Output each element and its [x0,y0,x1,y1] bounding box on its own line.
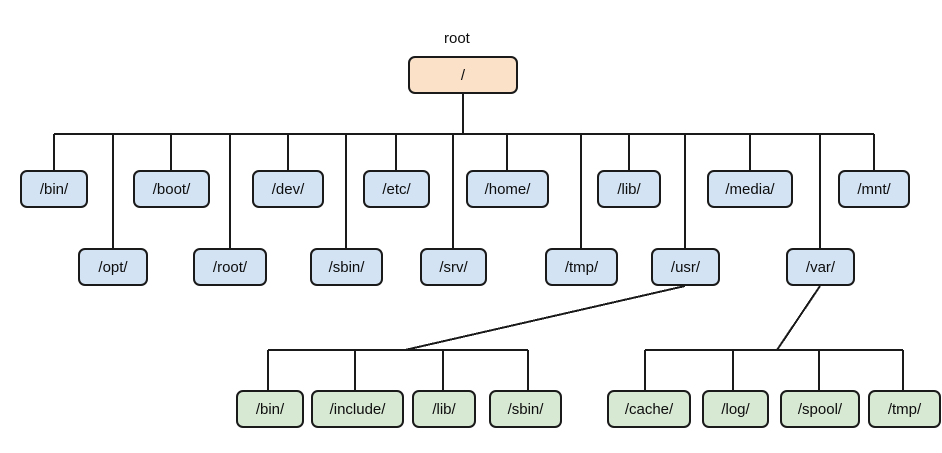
node-boot[interactable]: /boot/ [133,170,210,208]
node-usr-sbin[interactable]: /sbin/ [489,390,562,428]
node-srv[interactable]: /srv/ [420,248,487,286]
edge-usr-diagonal [404,285,686,351]
node-usr-include[interactable]: /include/ [311,390,404,428]
node-usr-lib[interactable]: /lib/ [412,390,476,428]
node-var-cache[interactable]: /cache/ [607,390,691,428]
node-var-spool[interactable]: /spool/ [780,390,860,428]
node-var[interactable]: /var/ [786,248,855,286]
node-usr[interactable]: /usr/ [651,248,720,286]
node-bin[interactable]: /bin/ [20,170,88,208]
node-home[interactable]: /home/ [466,170,549,208]
node-mnt[interactable]: /mnt/ [838,170,910,208]
node-var-log[interactable]: /log/ [702,390,769,428]
node-lib[interactable]: /lib/ [597,170,661,208]
node-usr-bin[interactable]: /bin/ [236,390,304,428]
node-sbin[interactable]: /sbin/ [310,248,383,286]
node-var-tmp[interactable]: /tmp/ [868,390,941,428]
node-tmp[interactable]: /tmp/ [545,248,618,286]
node-media[interactable]: /media/ [707,170,793,208]
node-etc[interactable]: /etc/ [363,170,430,208]
root-caption: root [444,30,470,47]
node-dev[interactable]: /dev/ [252,170,324,208]
node-root[interactable]: / [408,56,518,94]
edge-var-diagonal [776,285,821,351]
node-root-dir[interactable]: /root/ [193,248,267,286]
node-opt[interactable]: /opt/ [78,248,148,286]
